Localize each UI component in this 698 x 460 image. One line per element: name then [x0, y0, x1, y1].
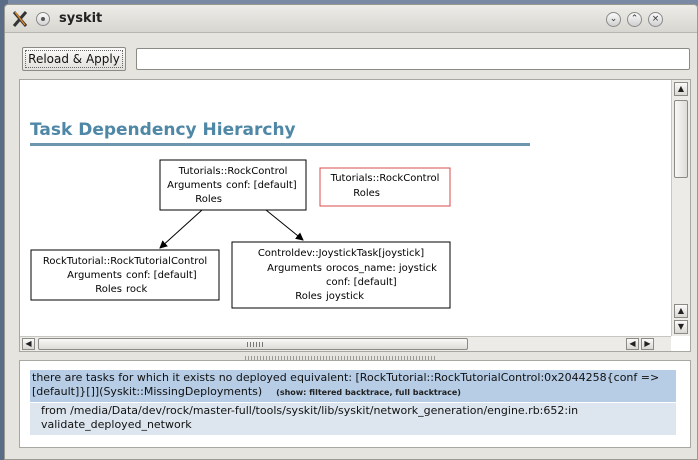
- node-args-label: Arguments: [67, 270, 122, 281]
- reload-apply-button[interactable]: Reload & Apply: [22, 47, 126, 71]
- graph-node-rock-control-missing[interactable]: Tutorials::RockControl Roles: [319, 167, 451, 207]
- minimize-icon[interactable]: ⌄: [606, 12, 621, 27]
- vertical-scrollbar[interactable]: ▲ ▲ ▼: [671, 80, 690, 336]
- message-log: there are tasks for which it exists no d…: [19, 360, 691, 448]
- node-roles: joystick: [325, 291, 364, 302]
- scroll-up-icon[interactable]: ▲: [674, 82, 688, 96]
- scroll-up-icon[interactable]: ▲: [674, 304, 688, 318]
- scroll-grip-icon: [247, 342, 265, 347]
- backtrace-links[interactable]: (show: filtered backtrace, full backtrac…: [276, 388, 461, 397]
- node-roles: rock: [126, 284, 148, 295]
- command-input[interactable]: [136, 48, 690, 70]
- node-args-conf: conf: [default]: [326, 277, 397, 288]
- dependency-edge: [159, 209, 203, 249]
- maximize-icon[interactable]: ⌃: [627, 12, 642, 27]
- graph-node-rock-control[interactable]: Tutorials::RockControl Arguments conf: […: [159, 159, 307, 211]
- window-title: syskit: [59, 11, 103, 26]
- node-args-label: Arguments: [167, 180, 222, 191]
- horizontal-scroll-thumb[interactable]: [38, 338, 468, 350]
- error-text: there are tasks for which it exists no d…: [32, 371, 660, 398]
- scroll-left-icon[interactable]: ◀: [626, 338, 639, 350]
- error-message-row: there are tasks for which it exists no d…: [30, 370, 676, 402]
- scroll-right-icon[interactable]: ▶: [641, 338, 654, 350]
- title-bar[interactable]: syskit ⌄ ⌃ ×: [5, 5, 697, 33]
- desktop-background: [0, 0, 698, 6]
- node-name: Tutorials::RockControl: [330, 173, 440, 184]
- node-roles-label: Roles: [95, 284, 122, 295]
- node-args: conf: [default]: [126, 270, 197, 281]
- horizontal-scrollbar[interactable]: ◀ ◀ ▶: [20, 336, 671, 351]
- dependency-edge: [265, 209, 304, 241]
- title-divider: [30, 143, 530, 146]
- window-bottom-edge: [5, 453, 697, 459]
- vertical-scroll-thumb[interactable]: [674, 100, 688, 178]
- scroll-down-icon[interactable]: ▼: [674, 320, 688, 334]
- x-logo-icon: [12, 11, 28, 27]
- close-icon[interactable]: ×: [648, 12, 663, 27]
- node-roles-label: Roles: [195, 194, 222, 205]
- graph-node-rock-tutorial-control[interactable]: RockTutorial::RockTutorialControl Argume…: [30, 249, 220, 301]
- node-args: orocos_name: joystick: [326, 263, 437, 274]
- node-args-label: Arguments: [267, 263, 322, 274]
- node-args: conf: [default]: [226, 180, 297, 191]
- hierarchy-view: Task Dependency Hierarchy Tutorials::Roc…: [19, 79, 691, 352]
- syskit-window: syskit ⌄ ⌃ × Reload & Apply Task Depende…: [4, 4, 698, 460]
- pane-splitter-handle[interactable]: [245, 356, 435, 360]
- page-title: Task Dependency Hierarchy: [30, 120, 296, 140]
- scroll-left-icon[interactable]: ◀: [22, 338, 35, 350]
- node-name: Tutorials::RockControl: [178, 166, 288, 177]
- node-name: RockTutorial::RockTutorialControl: [43, 256, 207, 267]
- window-menu-icon[interactable]: [36, 12, 50, 26]
- graph-node-joystick-task[interactable]: Controldev::JoystickTask[joystick] Argum…: [231, 241, 451, 309]
- node-name: Controldev::JoystickTask[joystick]: [258, 248, 424, 259]
- dependency-graph: Tutorials::RockControl Arguments conf: […: [30, 159, 451, 309]
- node-roles-label: Roles: [353, 188, 380, 199]
- backtrace-line: from /media/Data/dev/rock/master-full/to…: [30, 403, 676, 435]
- node-roles-label: Roles: [295, 291, 322, 302]
